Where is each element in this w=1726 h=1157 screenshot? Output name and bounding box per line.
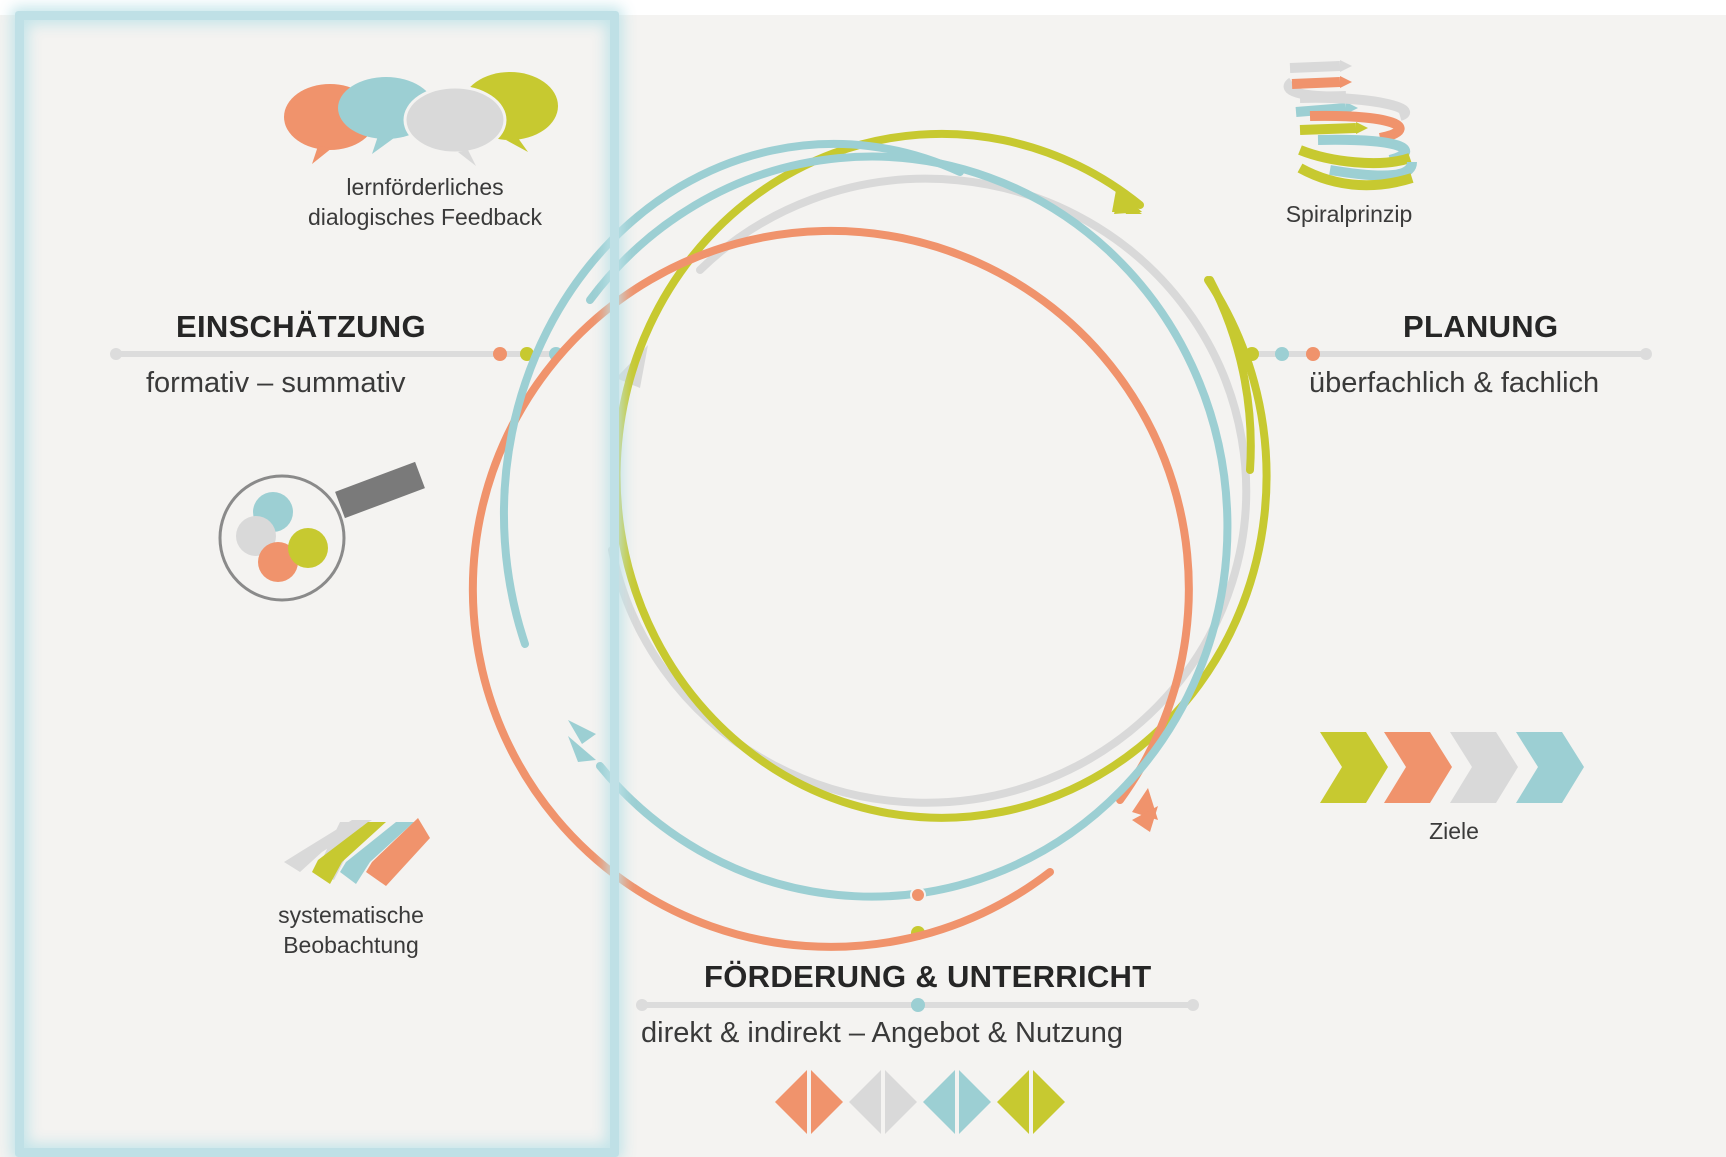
teal-arrow-head [568,720,596,744]
magnifier-icon [218,461,425,602]
connector-planung [1245,347,1652,361]
spiral-arrows-icon [1283,60,1417,191]
observation-caption-line1: systematische [278,902,424,928]
olive-arrow-head [1114,192,1142,214]
foerderung-title: FÖRDERUNG & UNTERRICHT [704,959,1152,994]
goals-caption: Ziele [1429,818,1479,844]
orange-arrow-head [1132,806,1158,832]
ring-teal [499,139,964,648]
speech-bubbles-icon [284,72,558,166]
ring-olive [612,129,1271,822]
foerderung-subtitle: direkt & indirekt – Angebot & Nutzung [641,1017,1124,1049]
connector-einschaetzung [110,347,563,361]
ring-teal-main [586,152,1232,901]
chevron-row-icon [1320,732,1584,803]
observation-caption: systematische Beobachtung [246,900,456,960]
feedback-caption: lernförderliches dialogisches Feedback [290,172,560,232]
chevron-stack-icon [284,818,430,886]
diamond-row-icon [775,1070,1065,1134]
arrow-teal [568,736,596,762]
einschaetzung-title: EINSCHÄTZUNG [176,309,426,344]
observation-caption-line2: Beobachtung [283,932,419,958]
ring-orange [468,226,1193,951]
planung-subtitle: überfachlich & fachlich [1309,367,1600,399]
feedback-caption-line2: dialogisches Feedback [308,204,542,230]
spiral-caption: Spiralprinzip [1285,201,1413,227]
einschaetzung-subtitle: formativ – summativ [146,367,406,399]
ring-olive-right [1206,276,1255,474]
cycle-node-bottom [910,887,926,903]
cycle-rings [468,129,1271,951]
planung-title: PLANUNG [1403,309,1559,344]
feedback-caption-line1: lernförderliches [346,174,504,200]
